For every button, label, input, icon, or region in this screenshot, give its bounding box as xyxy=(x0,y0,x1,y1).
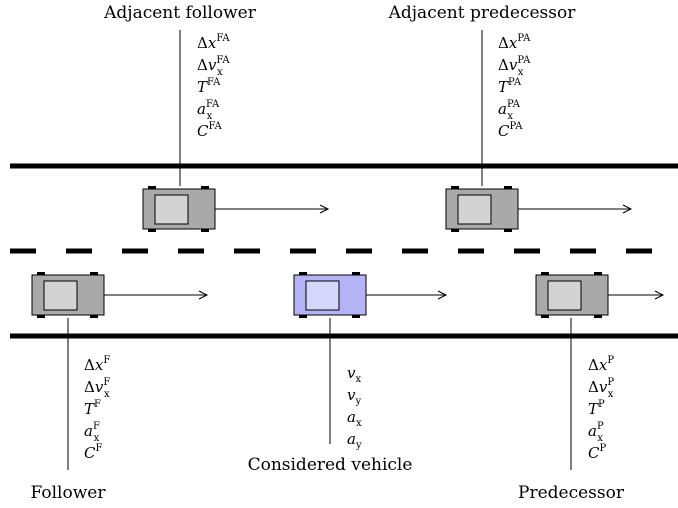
variable-p-2: TP xyxy=(588,399,605,418)
variable-ego-1: vy xyxy=(347,386,361,407)
adjacent-follower-arrow xyxy=(215,204,330,214)
considered-vehicle-arrow xyxy=(366,290,448,300)
considered-vehicle-title: Considered vehicle xyxy=(248,455,413,475)
variable-pa-4: CPA xyxy=(498,121,523,140)
variable-ego-0: vx xyxy=(347,364,361,385)
variable-ego-3: ay xyxy=(347,430,362,451)
variable-f-0: ΔxF xyxy=(84,355,110,374)
considered-vehicle-car xyxy=(293,272,367,318)
adjacent-follower-car xyxy=(142,186,216,232)
variable-fa-2: TFA xyxy=(197,77,221,96)
variable-fa-0: ΔxFA xyxy=(197,33,230,52)
adjacent-follower-title: Adjacent follower xyxy=(103,3,257,23)
variable-ego-2: ax xyxy=(347,408,362,429)
variable-f-4: CF xyxy=(84,443,102,462)
variable-pa-0: ΔxPA xyxy=(498,33,531,52)
predecessor-car xyxy=(535,272,609,318)
variable-p-0: ΔxP xyxy=(588,355,614,374)
follower-car xyxy=(31,272,105,318)
adjacent-predecessor-title: Adjacent predecessor xyxy=(388,3,577,23)
variable-p-4: CP xyxy=(588,443,606,462)
predecessor-arrow xyxy=(608,290,665,300)
variable-pa-2: TPA xyxy=(498,77,522,96)
predecessor-title: Predecessor xyxy=(518,483,625,503)
follower-title: Follower xyxy=(31,483,107,503)
adjacent-predecessor-car xyxy=(445,186,519,232)
adjacent-predecessor-arrow xyxy=(518,204,633,214)
variable-f-2: TF xyxy=(84,399,101,418)
variable-fa-4: CFA xyxy=(197,121,223,140)
follower-arrow xyxy=(104,290,209,300)
